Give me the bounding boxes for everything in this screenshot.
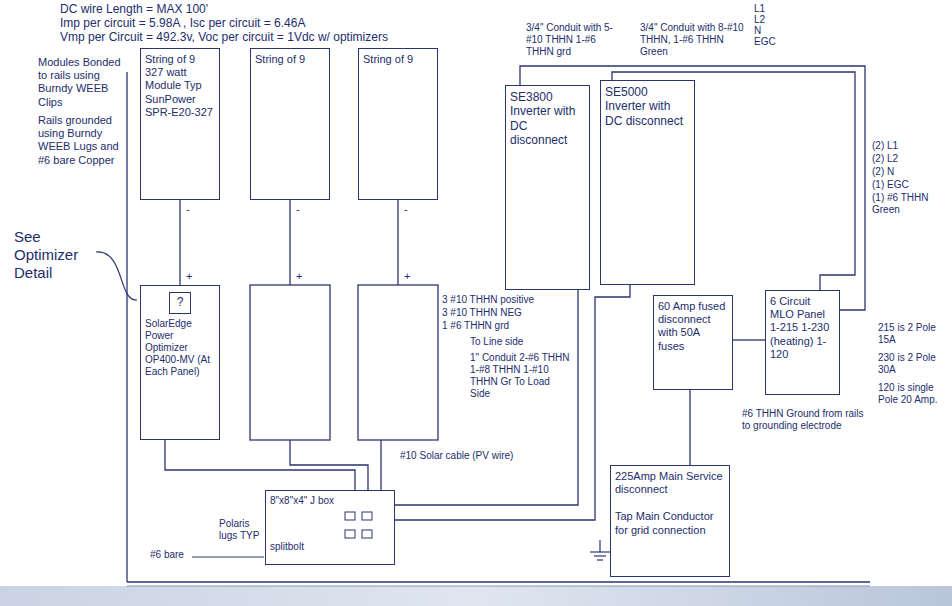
node-text: 8"x8"x4" J box [270,495,390,507]
wire-connector [689,390,690,465]
pv-module-outline [250,285,330,440]
node-text: 225Amp Main Service disconnect [615,470,725,496]
conductor-label: (2) L2 [872,153,942,165]
cable-label: #10 Solar cable (PV wire) [400,450,540,462]
string-wire [397,200,398,285]
pv-wire [290,440,368,490]
service-disconnect-box: 225Amp Main Service disconnectTap Main C… [610,465,730,577]
lug-symbol [345,512,355,520]
note-text: Modules Bonded to rails using Burndy WEE… [38,56,124,109]
node-text: SolarEdge Power Optimizer OP400-MV (At E… [145,318,215,378]
wire-connector [179,200,180,285]
lug-symbol [362,512,372,520]
breaker-note: 215 is 2 Pole 15A [878,322,944,346]
pv-wire [380,440,381,490]
wire-connector [395,290,578,505]
title-block-band [0,586,952,606]
wire-connector [395,285,630,520]
polarity-mark: - [404,203,414,216]
inverter-box: SE5000 Inverter with DC disconnect [600,80,695,285]
node-text: splitbolt [270,541,390,553]
conductor-label: 3 #10 THHN NEG [442,307,542,319]
conductor-label: L1 [754,3,784,15]
node-text: Tap Main Conductor for grid connection [615,510,725,536]
node-text: ? [170,293,190,312]
title-block-line [127,586,870,587]
conduit-label: 3/4" Conduit with 8-#10 THHN, 1-#6 THHN … [640,22,746,58]
conductor-label: (2) N [872,166,942,178]
string-wire [289,200,290,285]
polarity-mark: + [296,270,306,283]
conductor-label: L2 [754,14,784,26]
node-text: 60 Amp fused disconnect with 50A fuses [658,300,728,353]
pv-module-box: String of 9 [250,48,330,200]
ground-symbol [594,555,606,556]
wire-connector [733,339,765,340]
wire-connector [520,66,865,310]
inverter-box: SE3800 Inverter with DC disconnect [505,85,590,290]
optimizer-module-box: SolarEdge Power Optimizer OP400-MV (At E… [140,285,220,440]
sheet-border [126,72,127,582]
polarity-mark: - [296,203,306,216]
node-text: String of 9 [255,53,325,66]
part-note: Polaris lugs TYP [219,518,263,542]
conduit-label: 3/4" Conduit with 5-#10 THHN 1-#6 THHN g… [526,22,618,58]
conductor-label: EGC [754,36,784,48]
ground-symbol [599,540,600,552]
conductor-label: (1) EGC [872,179,942,191]
breaker-note: 120 is single Pole 20 Amp. [878,382,944,406]
wire-note: To Line side [470,336,570,348]
ground-symbol [597,559,603,560]
optimizer-box: ? [169,292,191,314]
node-text: String of 9 [363,53,433,66]
junction-box: 8"x8"x4" J box splitbolt [265,490,395,565]
lug-symbol [345,530,355,538]
ground-symbol [590,551,610,552]
ground-note: #6 bare [150,549,190,561]
conductor-label: (1) #6 THHN Green [872,192,942,216]
node-text: SE3800 Inverter with DC disconnect [510,90,585,148]
polarity-mark: + [186,270,196,283]
conductor-label: (2) L1 [872,140,942,152]
pv-module-box: String of 9 327 watt Module Typ SunPower… [140,48,220,200]
pv-module-box: String of 9 [358,48,438,200]
wire-connector [165,440,355,490]
breaker-note: 230 is 2 Pole 30A [878,352,944,376]
node-text: String of 9 327 watt Module Typ SunPower… [145,53,215,119]
sheet-border [127,581,870,582]
callout-text: See Optimizer Detail [14,228,94,282]
ground-wire [192,556,264,557]
polarity-mark: + [404,270,414,283]
note-text: Rails grounded using Burndy WEEB Lugs an… [38,114,124,167]
conductor-label: N [754,25,784,37]
conductor-label: 1 #6 THHN grd [442,320,542,332]
conduit-label: 1" Conduit 2-#6 THHN 1-#8 THHN 1-#10 THH… [470,352,572,400]
note-text: DC wire Length = MAX 100' [60,2,500,16]
ground-note: #6 THHN Ground from rails to grounding e… [742,408,872,432]
note-text: Imp per circuit = 5.98A , Isc per circui… [60,16,500,30]
conductor-label: 3 #10 THHN positive [442,294,542,306]
note-text: Vmp per Circuit = 492.3v, Voc per circui… [60,30,500,44]
node-text: SE5000 Inverter with DC disconnect [605,85,690,128]
lug-symbol [362,530,372,538]
pv-module-outline [358,285,438,440]
load-center-box: 6 Circuit MLO Panel 1-215 1-230 (heating… [765,290,840,395]
polarity-mark: - [186,203,196,216]
leader-line [96,252,137,300]
node-text: 6 Circuit MLO Panel 1-215 1-230 (heating… [770,295,835,361]
fused-disconnect-box: 60 Amp fused disconnect with 50A fuses [653,295,733,390]
